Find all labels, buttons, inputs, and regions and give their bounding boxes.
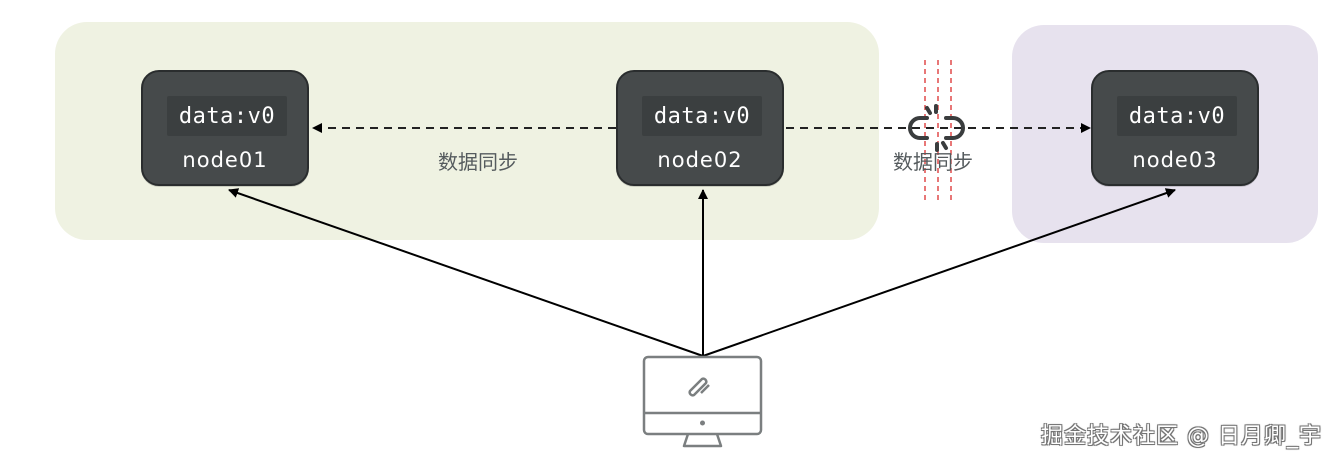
broken-link-icon [908,104,965,152]
client-arrow-to-node01 [228,188,704,357]
node01-box: data:v0 node01 [141,70,309,186]
node02-data-value: data:v0 [642,96,762,136]
sync-label-left: 数据同步 [438,150,518,174]
node02-name: node02 [657,148,743,172]
watermark-text: 掘金技术社区 @ 日月卿_宇 [1041,424,1322,449]
node01-name: node01 [182,148,268,172]
node01-data-value: data:v0 [167,96,287,136]
node02-box: data:v0 node02 [616,70,784,186]
monitor-icon [642,355,763,448]
node03-data-value: data:v0 [1117,96,1237,136]
sync-label-right: 数据同步 [893,150,973,174]
client-arrow-to-node03 [702,188,1176,357]
node03-box: data:v0 node03 [1091,70,1259,186]
node03-name: node03 [1132,148,1218,172]
broken-link-stripes [924,60,952,200]
